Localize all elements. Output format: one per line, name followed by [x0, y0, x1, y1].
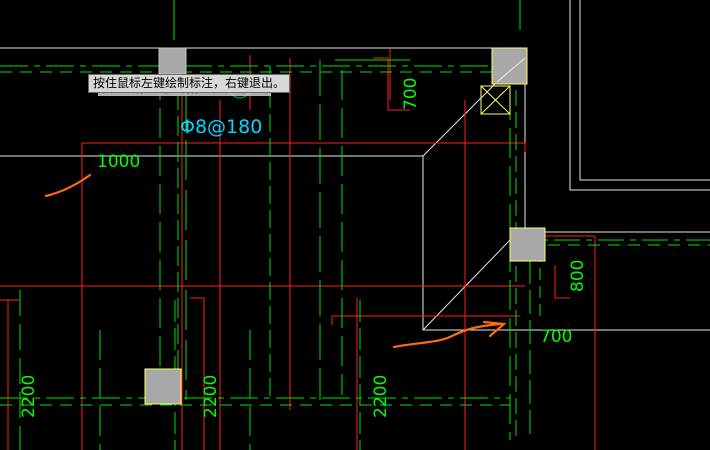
dim-label-700-right: 700 [540, 327, 572, 347]
status-tooltip: 按住鼠标左键绘制标注，右键退出。 [88, 74, 291, 93]
dim-label-2200-a: 2200 [19, 375, 39, 418]
columns [144, 47, 546, 405]
rebar-spec-label: Φ8@180 [180, 116, 262, 138]
diagonal-ref-line [496, 57, 526, 83]
dim-label-700-top: 700 [401, 78, 421, 110]
column-right [509, 227, 546, 262]
column-bottom [144, 368, 182, 405]
orange-annotation-marks [44, 173, 507, 349]
orange-arrow-right [392, 322, 502, 349]
red-grid-lines [0, 48, 596, 450]
dim-label-1000: 1000 [97, 152, 140, 172]
dim-label-800: 800 [568, 260, 588, 292]
column-top-right [491, 47, 528, 85]
outline-lines [0, 0, 710, 331]
dim-label-2200-c: 2200 [371, 375, 391, 418]
dim-label-2200-b: 2200 [201, 375, 221, 418]
column-top-left [158, 47, 187, 75]
orange-curve-left [44, 173, 92, 198]
cross-box-marker [480, 85, 511, 115]
